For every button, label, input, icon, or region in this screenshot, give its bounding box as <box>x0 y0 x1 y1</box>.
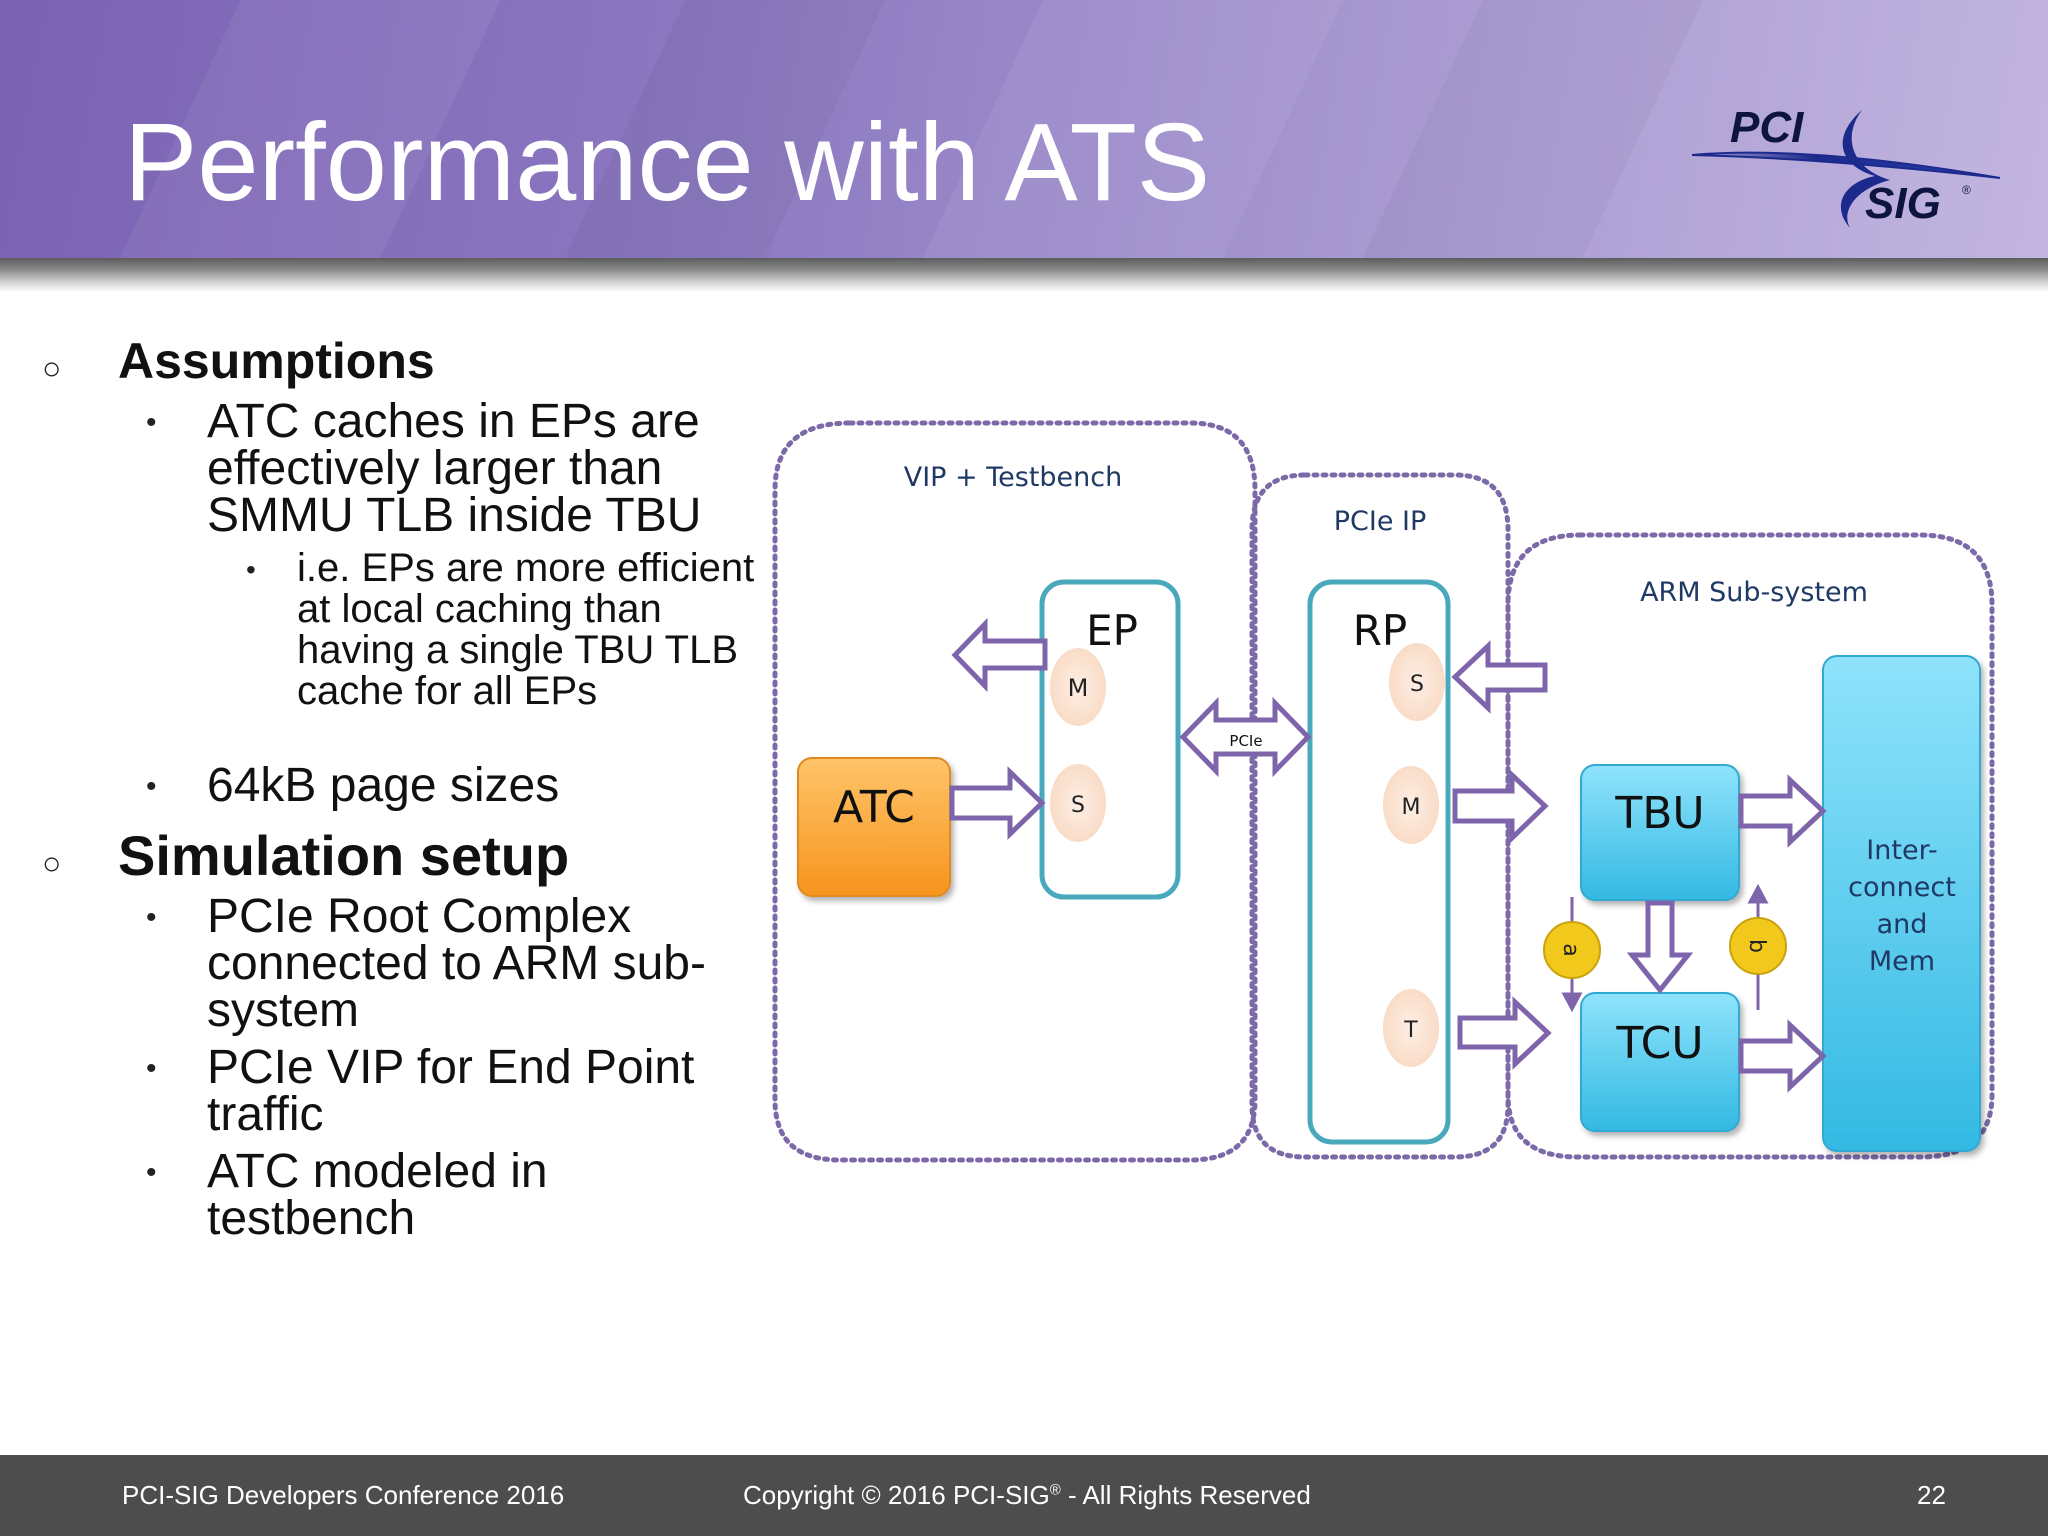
section-heading: Simulation setup <box>118 824 570 887</box>
tbu-to-tcu-arrow <box>1626 900 1694 995</box>
rp-port-m-label: M <box>1402 795 1421 820</box>
tcu-label: TCU <box>1615 1018 1703 1069</box>
list-item-text: 64kB page sizes <box>207 759 560 812</box>
list-item-text: PCIe VIP for End Point traffic <box>207 1041 695 1141</box>
region-label-pcie-ip: PCIe IP <box>1334 506 1427 537</box>
interconnect-label-line: and <box>1877 909 1928 940</box>
pcie-link-label: PCIe <box>1229 732 1262 750</box>
rp-label: RP <box>1353 606 1408 655</box>
ep-port-s-label: S <box>1071 793 1085 818</box>
ep-port-m-label: M <box>1068 674 1089 702</box>
marker-b <box>1729 917 1787 975</box>
section-heading: Assumptions <box>118 333 435 389</box>
bullet-icon: • <box>146 901 157 934</box>
interconnect-label-line: Inter- <box>1866 835 1937 866</box>
slide-title: Performance with ATS <box>124 101 1211 224</box>
ep-label: EP <box>1086 606 1138 655</box>
architecture-diagram: VIP + Testbench PCIe IP ARM Sub-system E… <box>772 420 1995 1163</box>
marker-b-arrowhead <box>1747 883 1769 904</box>
rp-t-to-tcu-arrow <box>1457 996 1552 1070</box>
ep-port-s <box>1050 764 1106 842</box>
pcie-link-arrow <box>1179 696 1312 778</box>
rp-port-s <box>1389 643 1445 721</box>
tbu-label: TBU <box>1614 788 1704 839</box>
bullet-icon: • <box>146 1156 157 1189</box>
marker-b-label: b <box>1744 939 1769 953</box>
region-label-vip: VIP + Testbench <box>904 462 1123 493</box>
logo-text-sig: SIG <box>1865 179 1941 228</box>
region-pcie-ip <box>1249 472 1511 1160</box>
list-item-text: PCIe Root Complex connected to ARM sub-s… <box>207 890 706 1037</box>
bullet-icon: • <box>146 406 157 439</box>
interconnect-label-line: Mem <box>1869 946 1935 977</box>
hollow-bullet-icon: ○ <box>42 845 62 881</box>
tcu-to-interconnect-arrow <box>1738 1019 1827 1093</box>
header-shadow <box>0 258 2048 292</box>
sub-list-item-text: i.e. EPs are more efficient at local cac… <box>297 546 755 713</box>
atc-label: ATC <box>833 782 915 833</box>
bullet-icon: • <box>146 770 157 803</box>
ep-port-m <box>1050 648 1106 726</box>
atc-block <box>797 757 951 897</box>
footer-copyright: Copyright © 2016 PCI-SIG® - All Rights R… <box>743 1480 1311 1511</box>
rp-port-s-label: S <box>1410 672 1424 697</box>
title-banner: Performance with ATS PCI SIG ® <box>0 0 2048 258</box>
rp-s-inbound-arrow <box>1451 640 1548 714</box>
footer-conference: PCI-SIG Developers Conference 2016 <box>122 1480 565 1510</box>
footer-bar: PCI-SIG Developers Conference 2016 Copyr… <box>0 1455 2048 1536</box>
copyright-suffix: - All Rights Reserved <box>1060 1480 1311 1510</box>
marker-a <box>1543 921 1601 979</box>
atc-to-ep-arrow <box>949 766 1046 840</box>
tbu-block <box>1580 764 1740 901</box>
rp-port-t-label: T <box>1403 1018 1418 1043</box>
region-label-arm: ARM Sub-system <box>1640 577 1868 608</box>
rp-port-m <box>1383 766 1439 844</box>
marker-a-label: a <box>1558 943 1583 956</box>
bullet-icon: • <box>246 554 256 585</box>
interconnect-label-line: connect <box>1848 872 1956 903</box>
pci-sig-logo: PCI SIG ® <box>1691 103 2001 228</box>
marker-a-arrowhead <box>1561 992 1583 1013</box>
page-number: 22 <box>1917 1480 1946 1510</box>
ep-outbound-arrow <box>951 617 1048 693</box>
logo-registered-mark: ® <box>1962 183 1971 197</box>
region-vip-testbench <box>772 420 1258 1163</box>
rp-port-t <box>1383 989 1439 1067</box>
hollow-bullet-icon: ○ <box>42 350 62 386</box>
list-item-text: ATC caches in EPs are effectively larger… <box>207 395 702 542</box>
logo-text-pci: PCI <box>1730 103 1804 152</box>
list-item-text: ATC modeled in testbench <box>207 1145 548 1245</box>
registered-mark: ® <box>1049 1481 1061 1499</box>
copyright-text: Copyright © 2016 PCI-SIG <box>743 1480 1050 1510</box>
bullet-icon: • <box>146 1052 157 1085</box>
interconnect-block <box>1822 655 1981 1152</box>
rp-m-to-tbu-arrow <box>1452 769 1549 844</box>
tbu-to-interconnect-arrow <box>1738 774 1827 848</box>
region-arm-subsystem <box>1505 532 1995 1160</box>
